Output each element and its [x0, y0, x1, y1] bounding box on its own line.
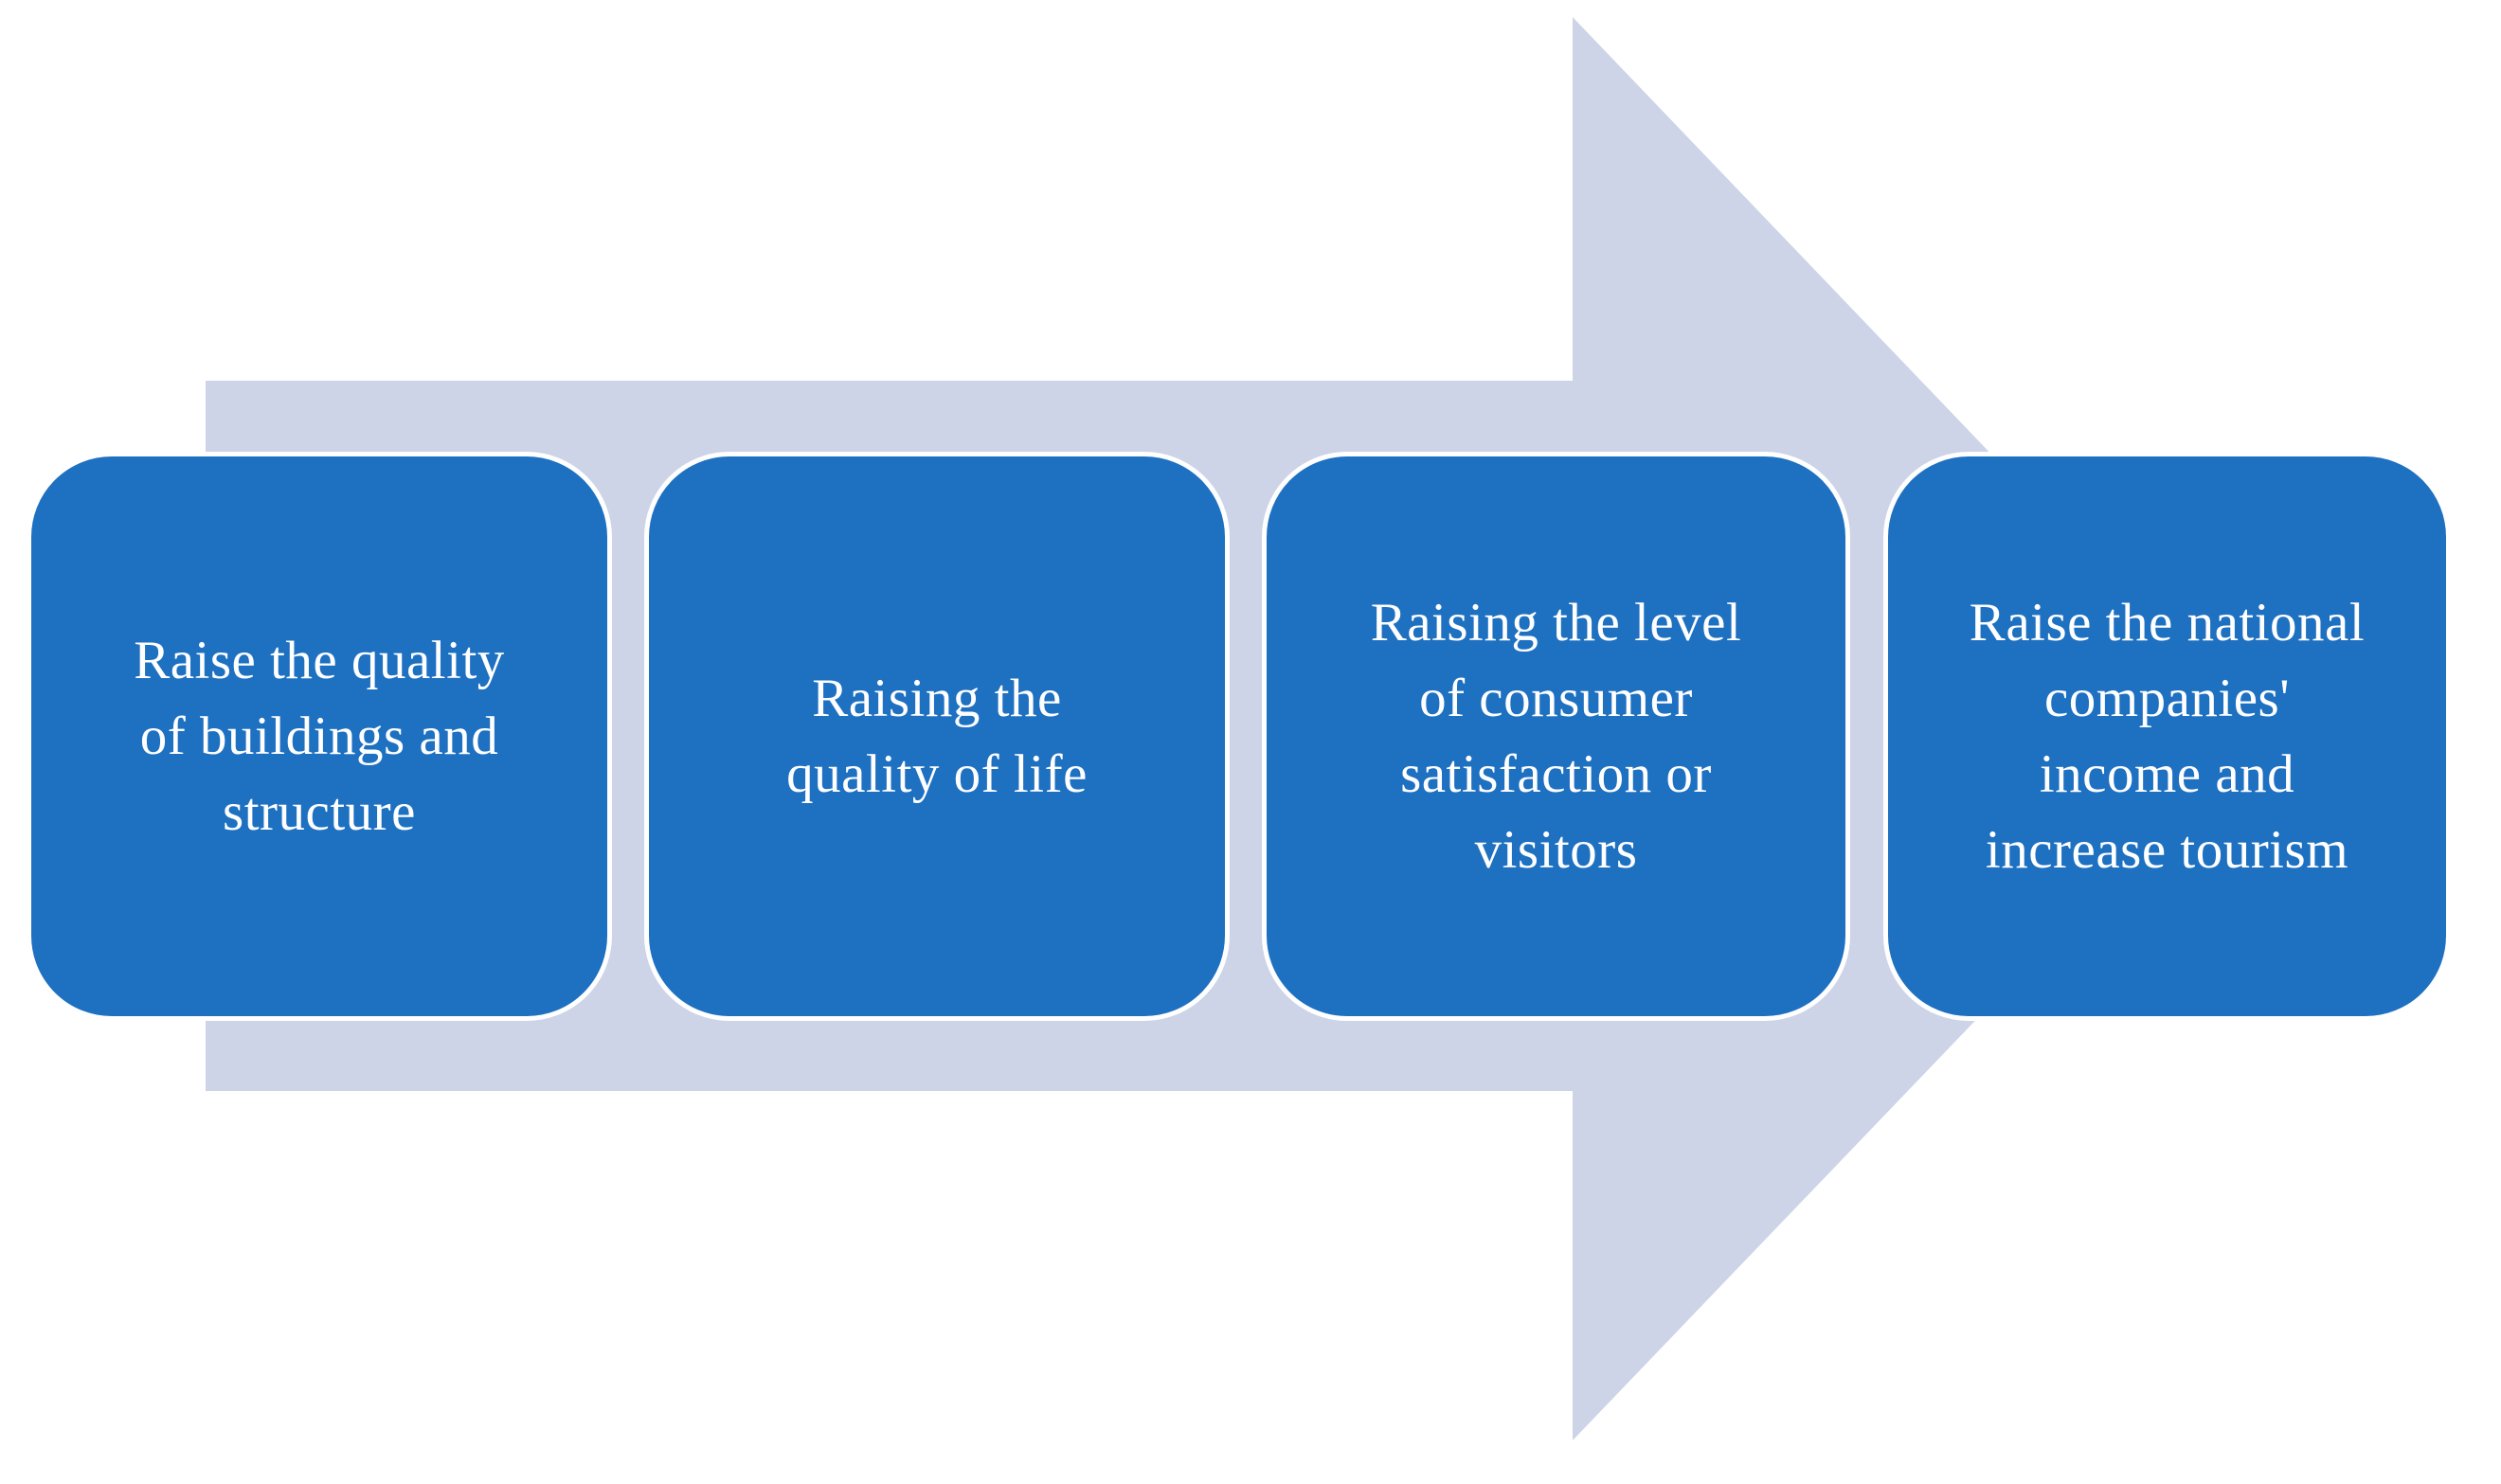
stage-box-national-income-tourism: Raise the national companies' income and… — [1883, 452, 2451, 1021]
stage-box-raising-quality-of-life: Raising the quality of life — [644, 452, 1230, 1021]
flow-arrow-shape — [206, 17, 2255, 1440]
stage-box-consumer-satisfaction: Raising the level of consumer satisfacti… — [1262, 452, 1850, 1021]
stage-box-raise-quality-buildings: Raise the quality of buildings and struc… — [27, 452, 612, 1021]
